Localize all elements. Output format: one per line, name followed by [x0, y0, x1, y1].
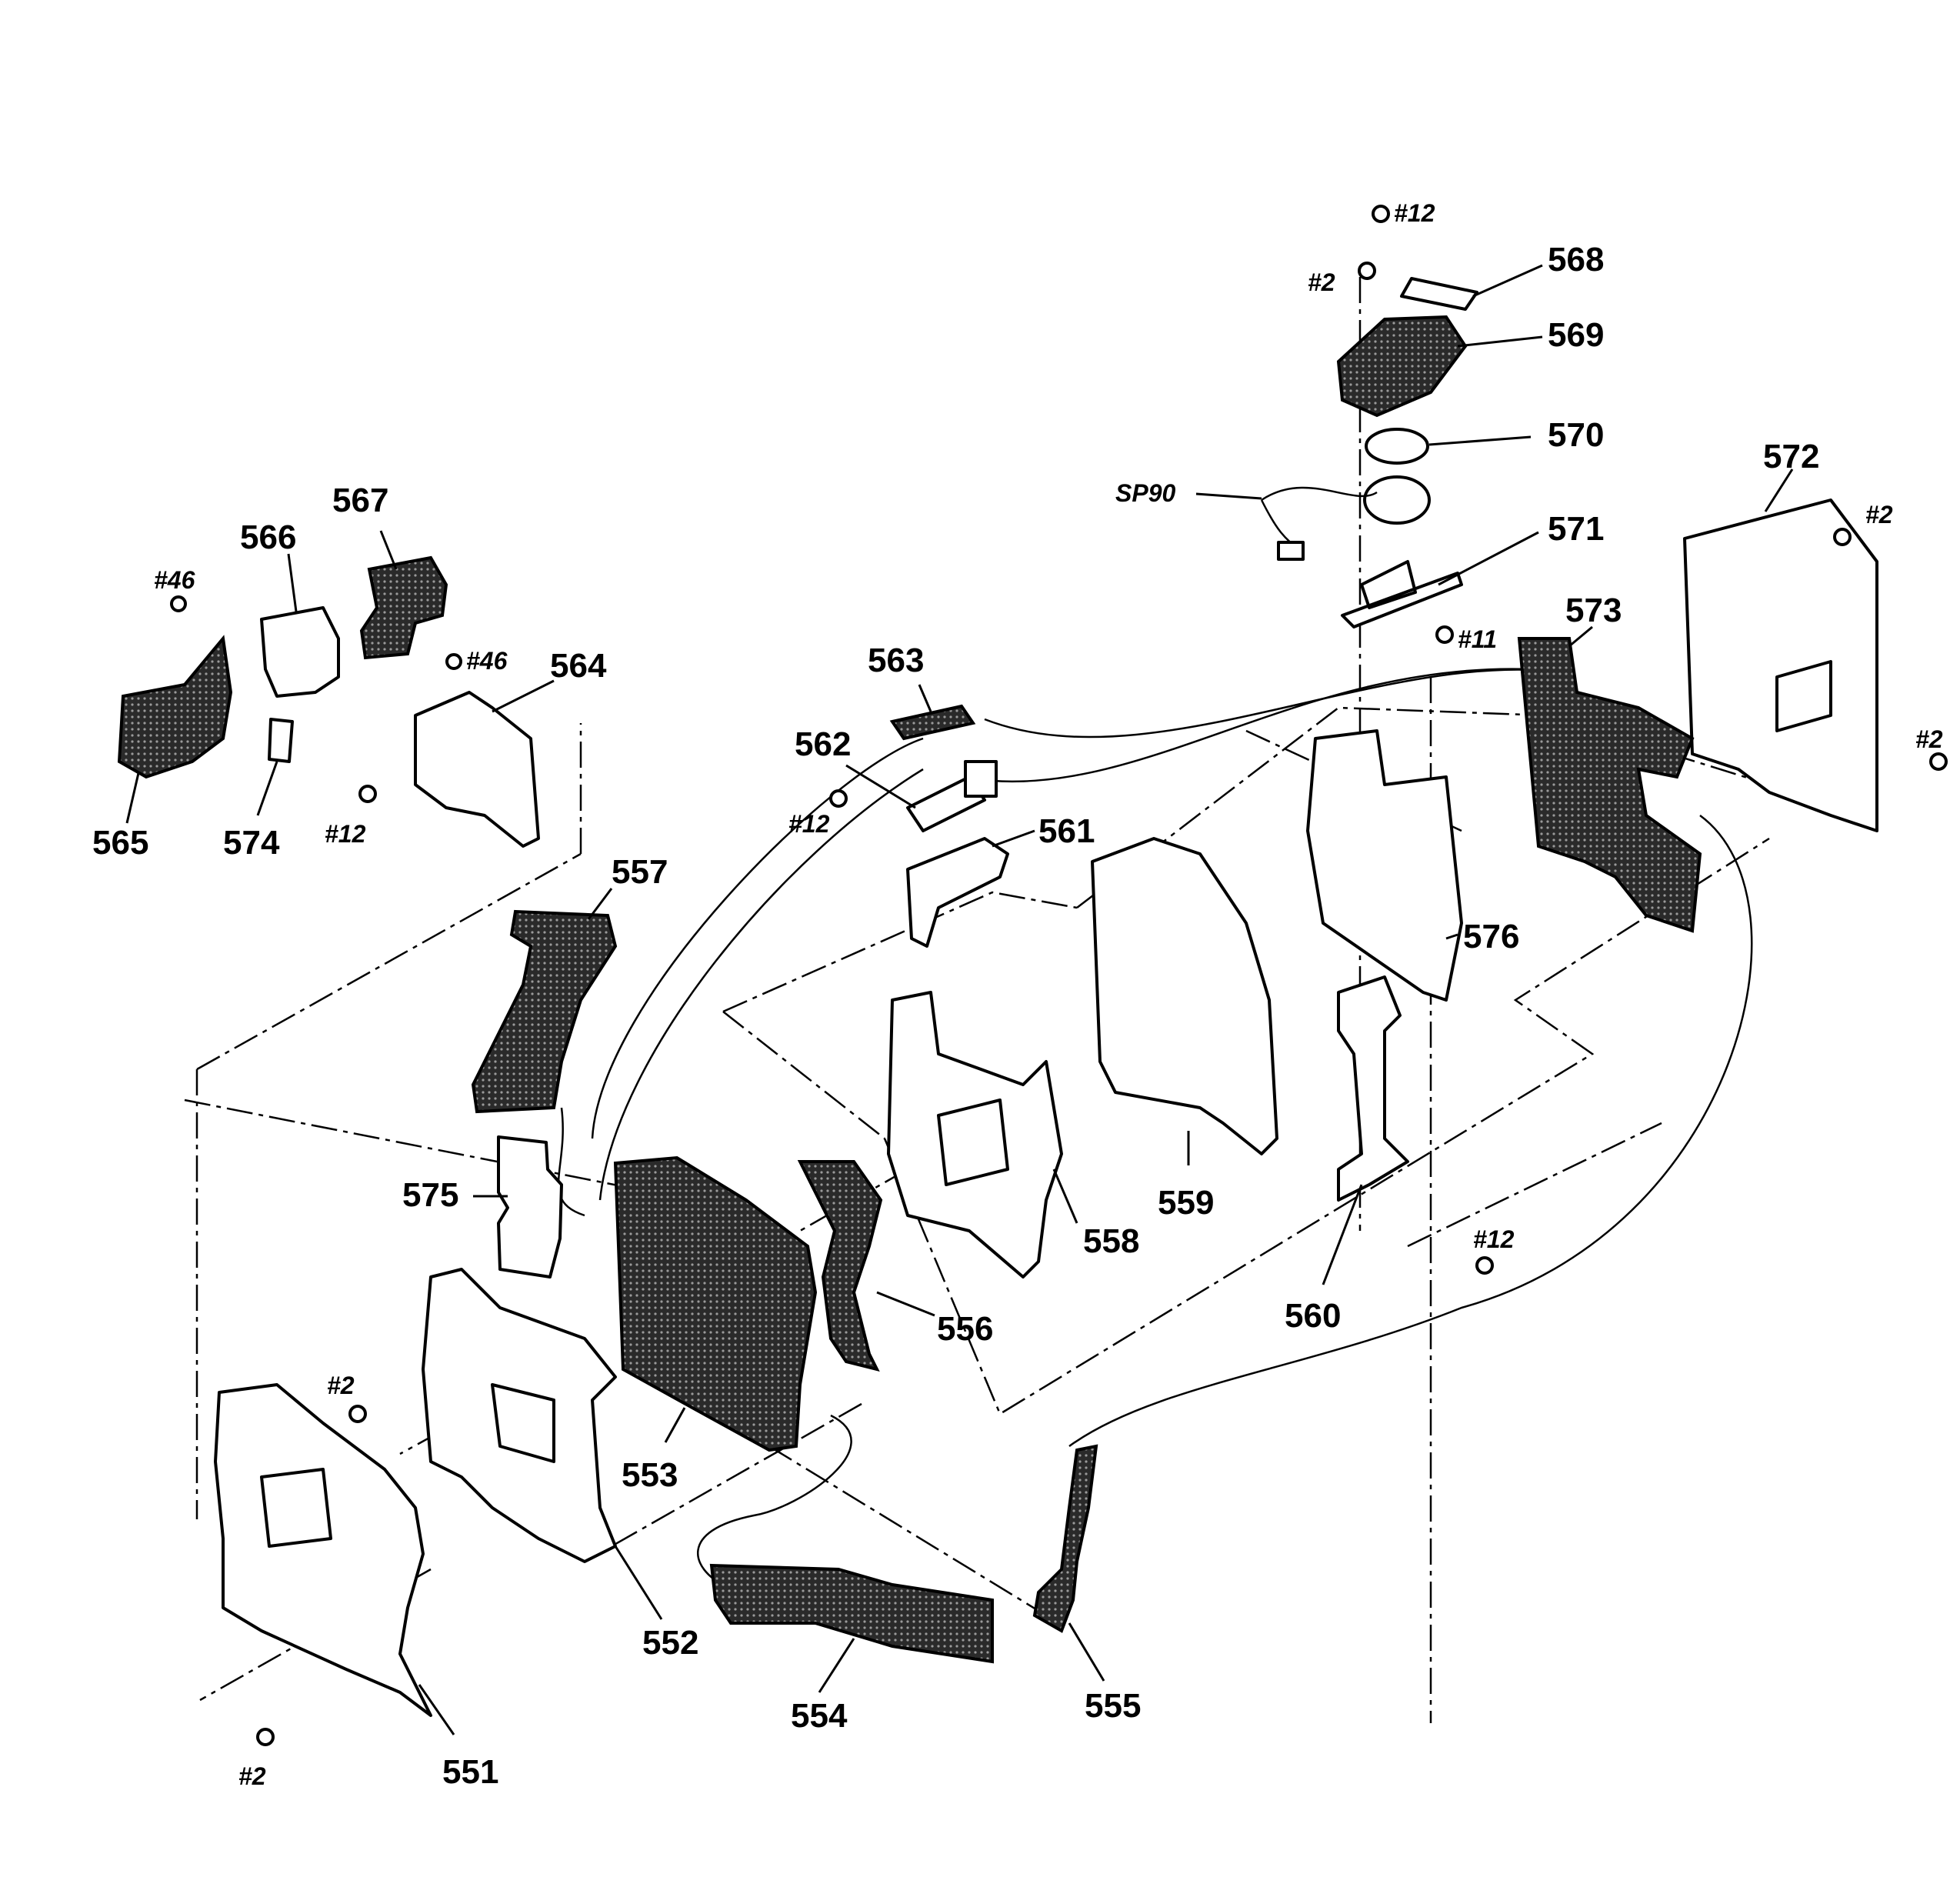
part-570-speaker: [1363, 475, 1431, 525]
assembly-guide-lines: [184, 277, 1870, 1723]
screw-label: #12: [325, 820, 366, 848]
part-574-sheet: [268, 718, 294, 763]
part-label: 575: [402, 1176, 458, 1214]
leader-lines: [125, 264, 1794, 1735]
part-label: 572: [1763, 438, 1819, 475]
part-label: 553: [622, 1456, 678, 1494]
screw-icon: [170, 595, 187, 612]
screw-label: #12: [788, 810, 830, 838]
part-label: 567: [332, 482, 388, 519]
screw-icon: [1833, 528, 1852, 546]
part-567-block: [359, 555, 448, 660]
part-label: 559: [1158, 1184, 1214, 1222]
part-576-bracket: [1306, 729, 1463, 1002]
part-label: 562: [795, 725, 851, 763]
part-557-flex-cable: [471, 909, 618, 1114]
part-label: 568: [1548, 241, 1604, 278]
screw-icon: [829, 789, 848, 808]
screw-icon: [256, 1728, 275, 1746]
screw-label: #2: [1915, 725, 1943, 753]
part-label: 558: [1083, 1222, 1139, 1260]
part-label: 566: [240, 518, 296, 556]
part-label: 569: [1548, 316, 1604, 354]
part-label: 552: [642, 1624, 698, 1662]
part-562-connector: [964, 760, 998, 798]
part-554-flex-cable: [709, 1563, 994, 1664]
part-552-frame: [422, 1268, 617, 1563]
screw-label: #2: [327, 1372, 355, 1399]
part-569-speaker-cover: [1336, 315, 1468, 418]
screw-icon: [1358, 262, 1376, 280]
part-label: 551: [442, 1753, 498, 1791]
part-label: 564: [550, 647, 607, 685]
sp90-connector: [1277, 541, 1305, 561]
part-553-main-board: [613, 1155, 818, 1452]
part-559-chassis: [1091, 837, 1278, 1155]
cable-label: SP90: [1115, 479, 1175, 507]
part-555-flex-cable: [1032, 1444, 1098, 1633]
part-label: 556: [937, 1310, 993, 1348]
part-label: 574: [223, 824, 280, 862]
part-556-flex-cable: [797, 1160, 883, 1372]
part-551-bottom-frame: [214, 1383, 432, 1717]
part-label: 576: [1463, 918, 1519, 955]
part-label: 563: [868, 642, 924, 679]
screw-label: #12: [1473, 1225, 1515, 1253]
part-label: 565: [92, 824, 148, 862]
part-566-holder: [260, 606, 340, 698]
screw-label: #46: [154, 566, 195, 594]
screw-icon: [1435, 625, 1454, 644]
part-565-cover: [117, 635, 233, 779]
screw-labels: #12 #2 #11 #2 #2 #12 #12 #46 #46 #12 #2 …: [154, 199, 1943, 1790]
part-572-frame: [1683, 498, 1878, 832]
part-label: 555: [1085, 1687, 1141, 1725]
part-560-bracket: [1337, 975, 1409, 1202]
part-570-speaker-ring: [1365, 428, 1429, 465]
screw-icons: [170, 205, 1948, 1746]
part-label: 554: [791, 1697, 848, 1735]
screw-icon: [1475, 1256, 1494, 1275]
part-label: 560: [1285, 1297, 1341, 1335]
part-labels: 568 569 570 571 572 573 576 563 562 561 …: [92, 241, 1819, 1791]
part-label: 561: [1038, 812, 1095, 850]
screw-label: #2: [1865, 501, 1893, 528]
screw-icon: [358, 785, 377, 803]
screw-label: #2: [1308, 268, 1335, 296]
part-571-bracket: [1341, 560, 1463, 628]
part-label: 573: [1565, 592, 1622, 629]
screw-icon: [1929, 752, 1948, 771]
part-label: 557: [612, 853, 668, 891]
part-558-frame: [887, 991, 1063, 1279]
screw-icon: [445, 653, 462, 670]
screw-label: #46: [466, 647, 508, 675]
screw-icon: [348, 1405, 367, 1423]
part-564-bracket: [414, 691, 540, 848]
part-568-tape: [1400, 277, 1478, 311]
part-575-insulating-sheet: [497, 1135, 563, 1279]
part-573-circuit-board: [1517, 637, 1702, 933]
screw-label: #12: [1394, 199, 1435, 227]
part-563-cushion: [889, 704, 976, 741]
part-label: 570: [1548, 416, 1604, 454]
screw-label: #11: [1458, 625, 1497, 653]
cable-routing-curves: [557, 668, 1753, 1586]
screw-label: #2: [238, 1762, 266, 1790]
screw-icon: [1372, 205, 1390, 223]
part-label: 571: [1548, 510, 1604, 548]
part-561-bracket: [906, 837, 1009, 948]
